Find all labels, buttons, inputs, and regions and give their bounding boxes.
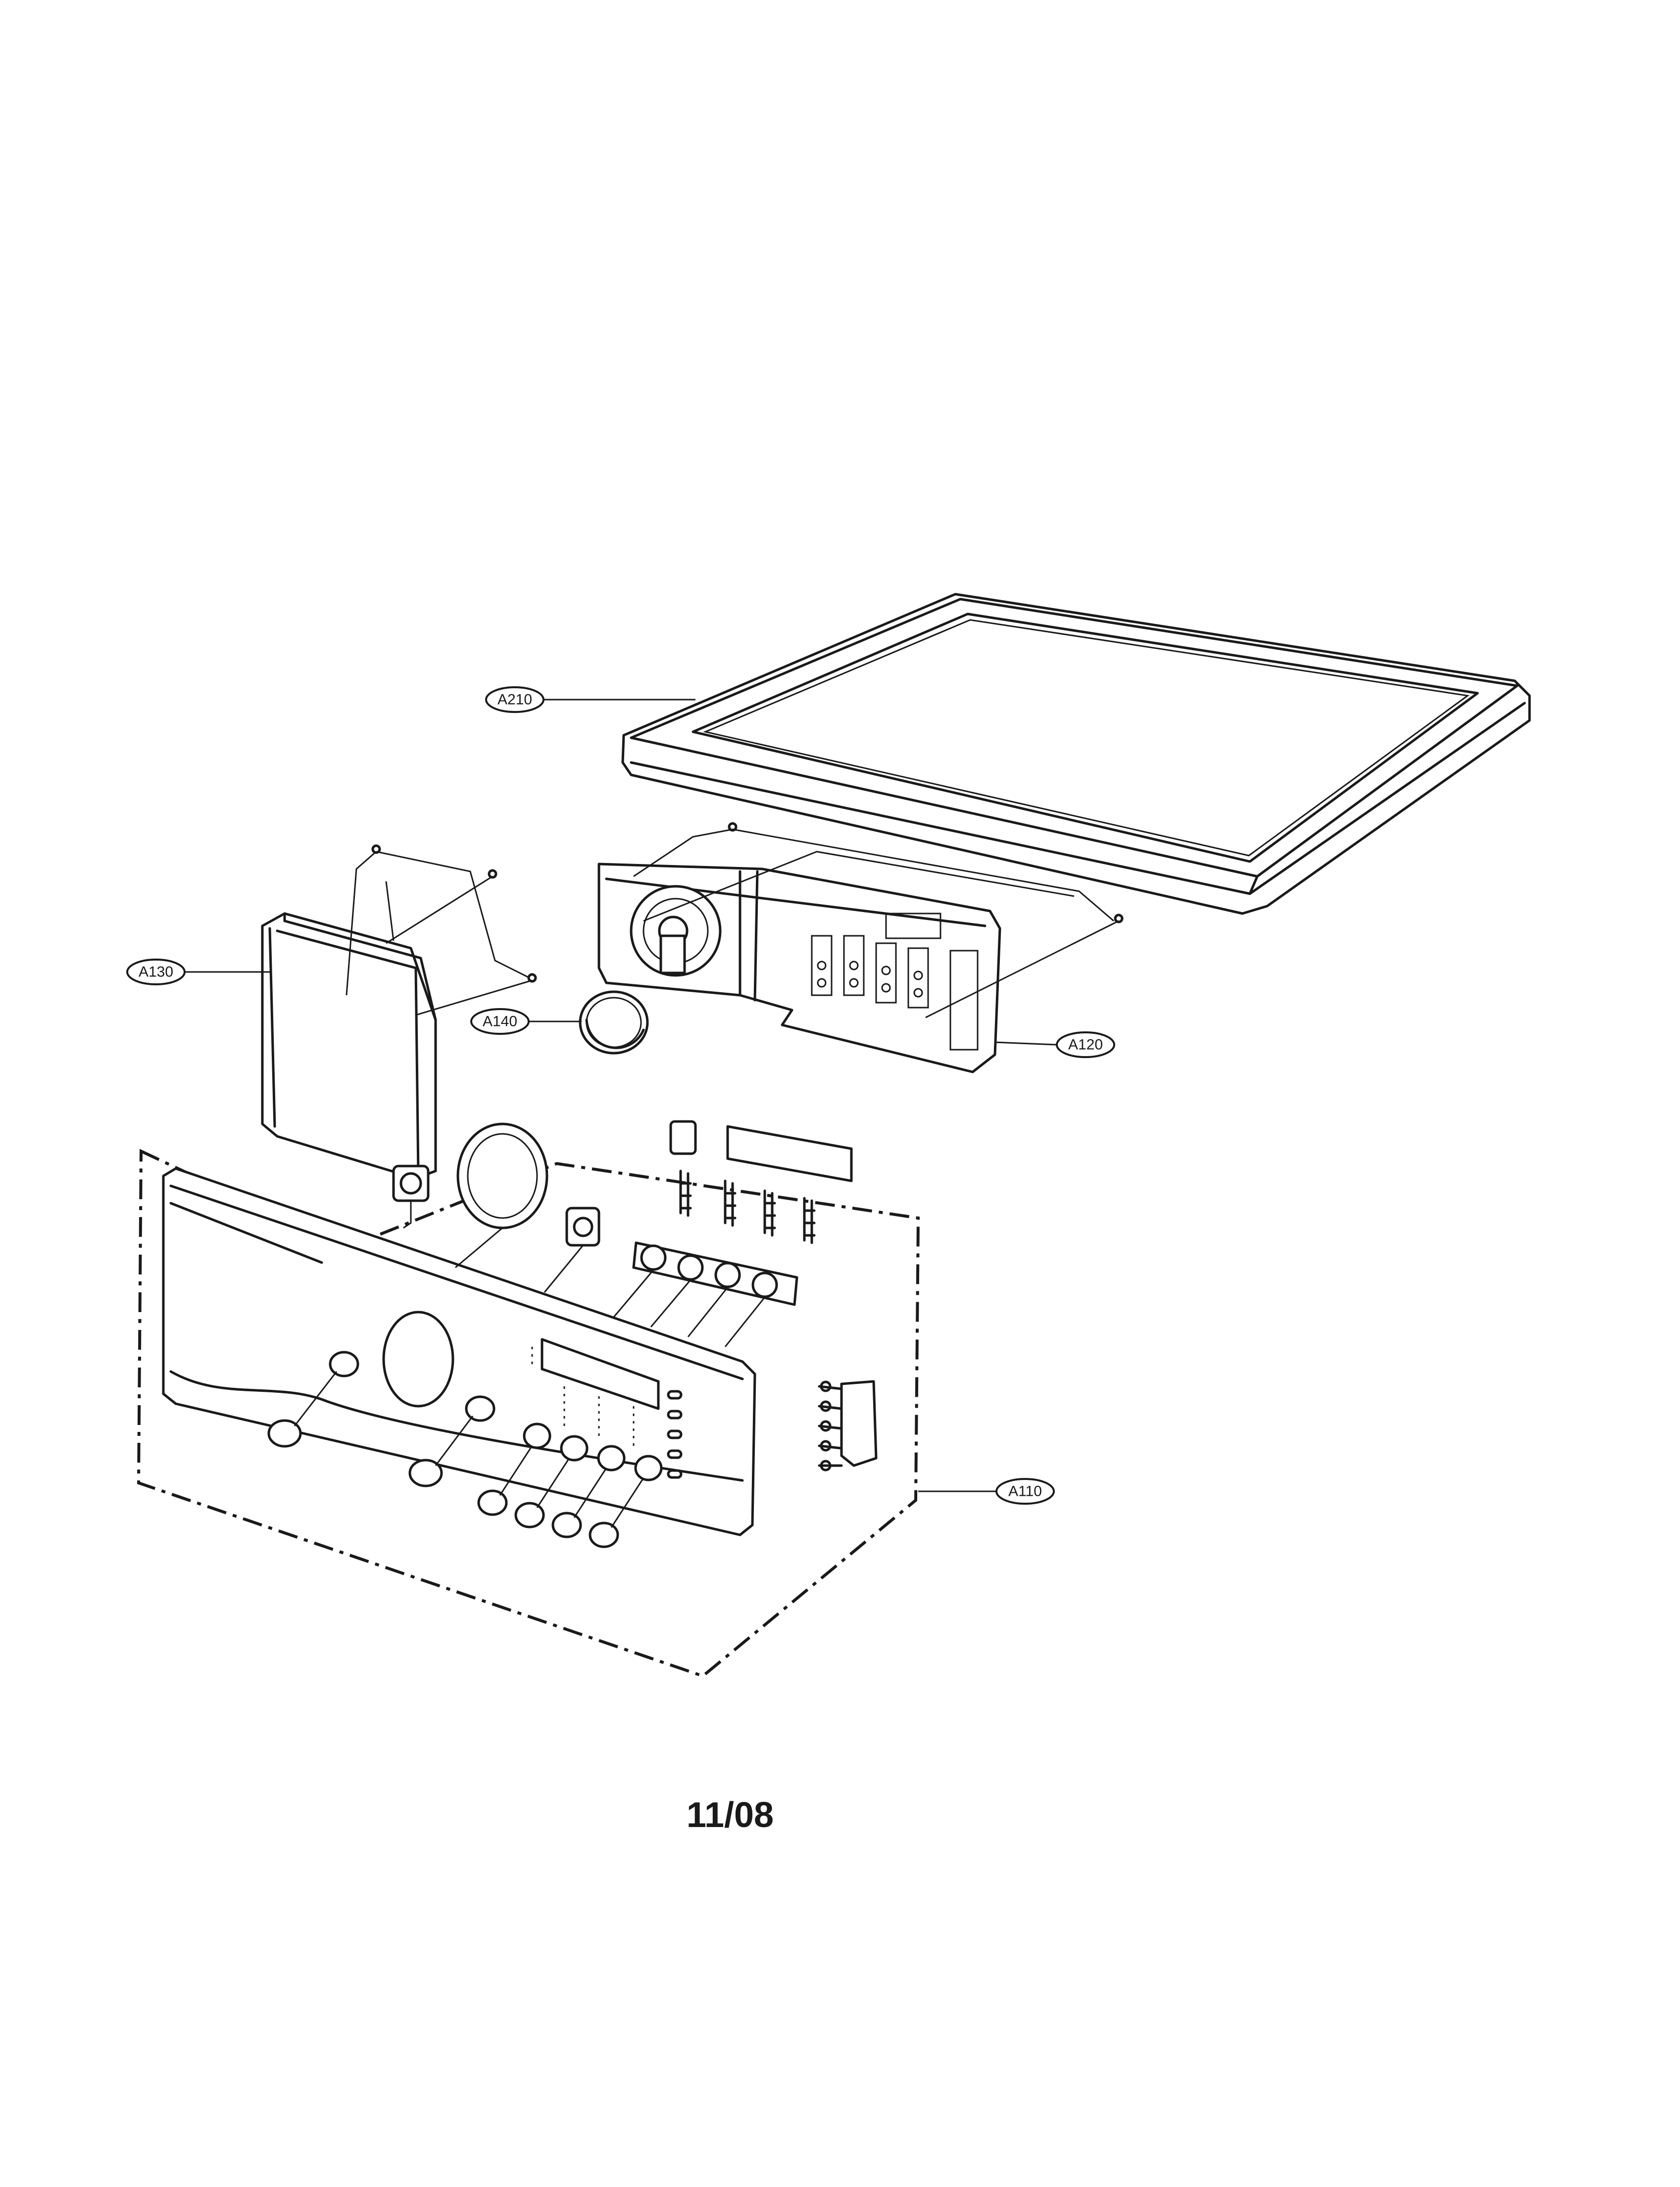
callout-a120: A120 <box>994 1031 1115 1058</box>
callout-a140-label: A140 <box>483 1014 517 1030</box>
top-panel-part <box>621 593 1531 915</box>
callout-a120-label: A120 <box>1068 1037 1103 1053</box>
callout-a130-label: A130 <box>139 964 173 980</box>
callout-a110: A110 <box>918 1478 1055 1505</box>
callout-a110-label: A110 <box>1008 1483 1042 1500</box>
footer-date-code: 11/08 <box>687 1795 774 1835</box>
callout-a210: A210 <box>485 686 695 713</box>
cover-box-part <box>261 844 537 1180</box>
callout-a140: A140 <box>470 1008 582 1035</box>
control-board-part <box>597 822 1124 1073</box>
callout-a130: A130 <box>126 959 270 985</box>
callout-a210-label: A210 <box>497 692 532 708</box>
control-panel-assembly <box>137 1120 920 1678</box>
knob-part <box>579 990 649 1055</box>
